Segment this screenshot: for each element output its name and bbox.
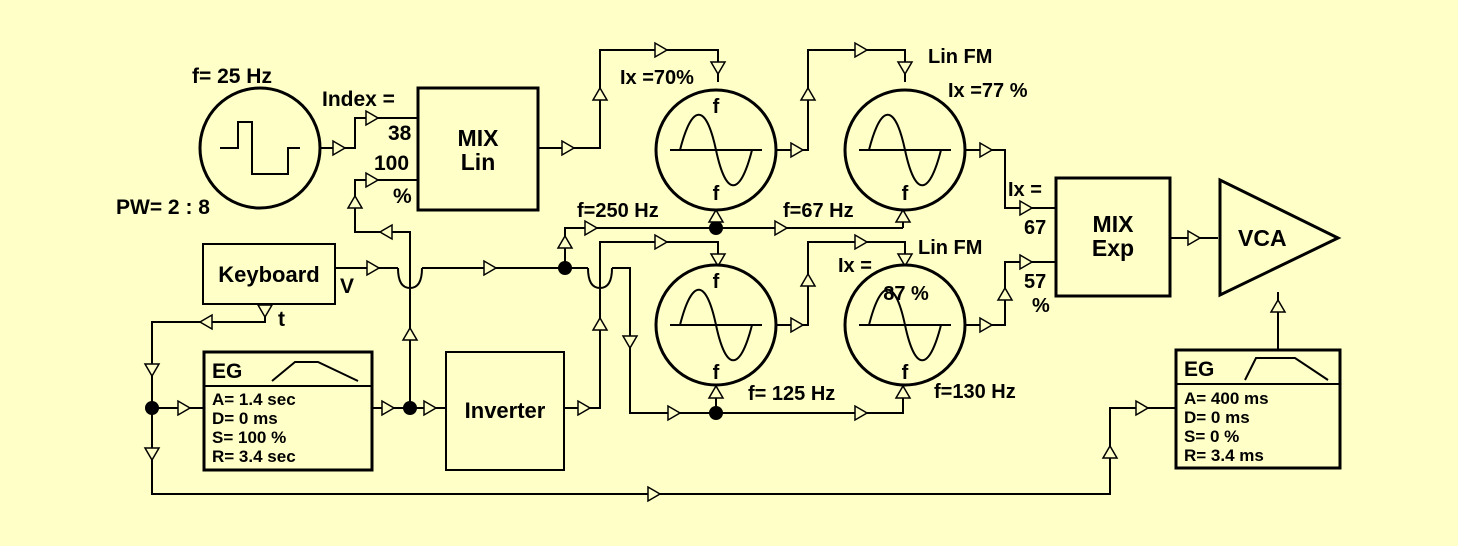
mix-lin-in2-value: 100	[374, 152, 409, 175]
eg1-box	[202, 350, 374, 472]
mix-exp-in2-value: 57	[1024, 271, 1046, 293]
keyboard-v-out-label: V	[340, 275, 354, 298]
osc4-f-bottom: f	[902, 362, 909, 384]
signal-arrows	[143, 41, 1287, 503]
mix-lin-subtitle: Lin	[461, 149, 496, 175]
eg1-module: EG A= 1.4 sec D= 0 ms S= 100 % R= 3.4 se…	[202, 350, 374, 472]
eg1-release: R= 3.4 sec	[212, 447, 296, 466]
eg2-title: EG	[1184, 358, 1214, 381]
junction-dots	[145, 221, 723, 420]
osc4-freq-label: f=130 Hz	[934, 381, 1016, 403]
osc1-f-top: f	[713, 96, 720, 118]
osc2-freq-label: f=67 Hz	[783, 200, 854, 222]
eg2-module: EG A= 400 ms D= 0 ms S= 0 % R= 3.4 ms	[1174, 348, 1342, 470]
inverter-label: Inverter	[465, 398, 546, 423]
mix-exp-subtitle: Exp	[1092, 235, 1134, 261]
osc3-freq-label: f= 125 Hz	[748, 383, 835, 405]
osc1-module: f f Ix =70% f=250 Hz	[577, 67, 778, 222]
eg1-attack: A= 1.4 sec	[212, 390, 296, 409]
osc3-module: f f f= 125 Hz	[654, 263, 835, 405]
envelope-icon	[1244, 357, 1329, 381]
osc4-index-label: Ix =	[838, 255, 872, 277]
lfo-pw-label: PW= 2 : 8	[116, 196, 210, 219]
mix-lin-unit: %	[393, 185, 412, 208]
mix-exp-ix-label: Ix =	[1008, 179, 1042, 201]
eg1-title: EG	[212, 360, 242, 383]
vca-triangle	[1218, 177, 1342, 298]
osc3-f-top: f	[713, 271, 720, 293]
pulse-wave-icon	[220, 121, 300, 175]
eg1-decay: D= 0 ms	[212, 409, 278, 428]
mix-exp-in1-value: 67	[1024, 217, 1046, 239]
keyboard-module: Keyboard V t	[202, 243, 354, 331]
mix-exp-box	[1054, 176, 1172, 298]
vca-label: VCA	[1238, 225, 1287, 251]
eg1-sustain: S= 100 %	[212, 428, 286, 447]
osc2-lin-fm-label: Lin FM	[928, 46, 992, 68]
osc4-lin-fm-label: Lin FM	[918, 237, 982, 259]
mix-lin-in1-value: 38	[388, 122, 412, 145]
eg2-release: R= 3.4 ms	[1184, 446, 1264, 465]
keyboard-label: Keyboard	[218, 262, 319, 287]
osc2-f-bottom: f	[902, 183, 909, 205]
osc1-freq-label: f=250 Hz	[577, 200, 659, 222]
osc2-index-label: Ix =77 %	[948, 80, 1028, 102]
osc1-index-label: Ix =70%	[620, 67, 694, 89]
keyboard-box	[202, 243, 336, 305]
lfo-freq-label: f= 25 Hz	[192, 65, 272, 88]
mix-exp-unit: %	[1032, 295, 1050, 317]
mix-exp-module: MIX Exp Ix = 67 57 %	[1008, 176, 1172, 317]
inverter-box	[445, 351, 565, 471]
vca-module: VCA	[1218, 177, 1342, 298]
eg2-attack: A= 400 ms	[1184, 389, 1269, 408]
mix-lin-box	[416, 86, 540, 212]
mix-lin-module: MIX Lin Index = 38 100 %	[322, 86, 540, 212]
lfo-circle	[198, 86, 322, 210]
envelope-icon	[271, 361, 359, 382]
osc4-module: 87 % f Lin FM Ix = f=130 Hz	[838, 237, 1016, 403]
osc2-module: f Lin FM Ix =77 % f=67 Hz	[783, 46, 1028, 222]
lfo-module: f= 25 Hz PW= 2 : 8	[116, 65, 322, 219]
eg2-sustain: S= 0 %	[1184, 427, 1239, 446]
mix-lin-index-label: Index =	[322, 88, 395, 111]
eg2-decay: D= 0 ms	[1184, 408, 1250, 427]
mix-lin-title: MIX	[458, 125, 500, 151]
osc1-f-bottom: f	[713, 183, 720, 205]
mix-exp-title: MIX	[1093, 211, 1135, 237]
osc3-f-bottom: f	[713, 362, 720, 384]
inverter-module: Inverter	[445, 351, 565, 471]
osc4-index-value: 87 %	[883, 283, 929, 305]
keyboard-t-out-label: t	[278, 308, 285, 331]
